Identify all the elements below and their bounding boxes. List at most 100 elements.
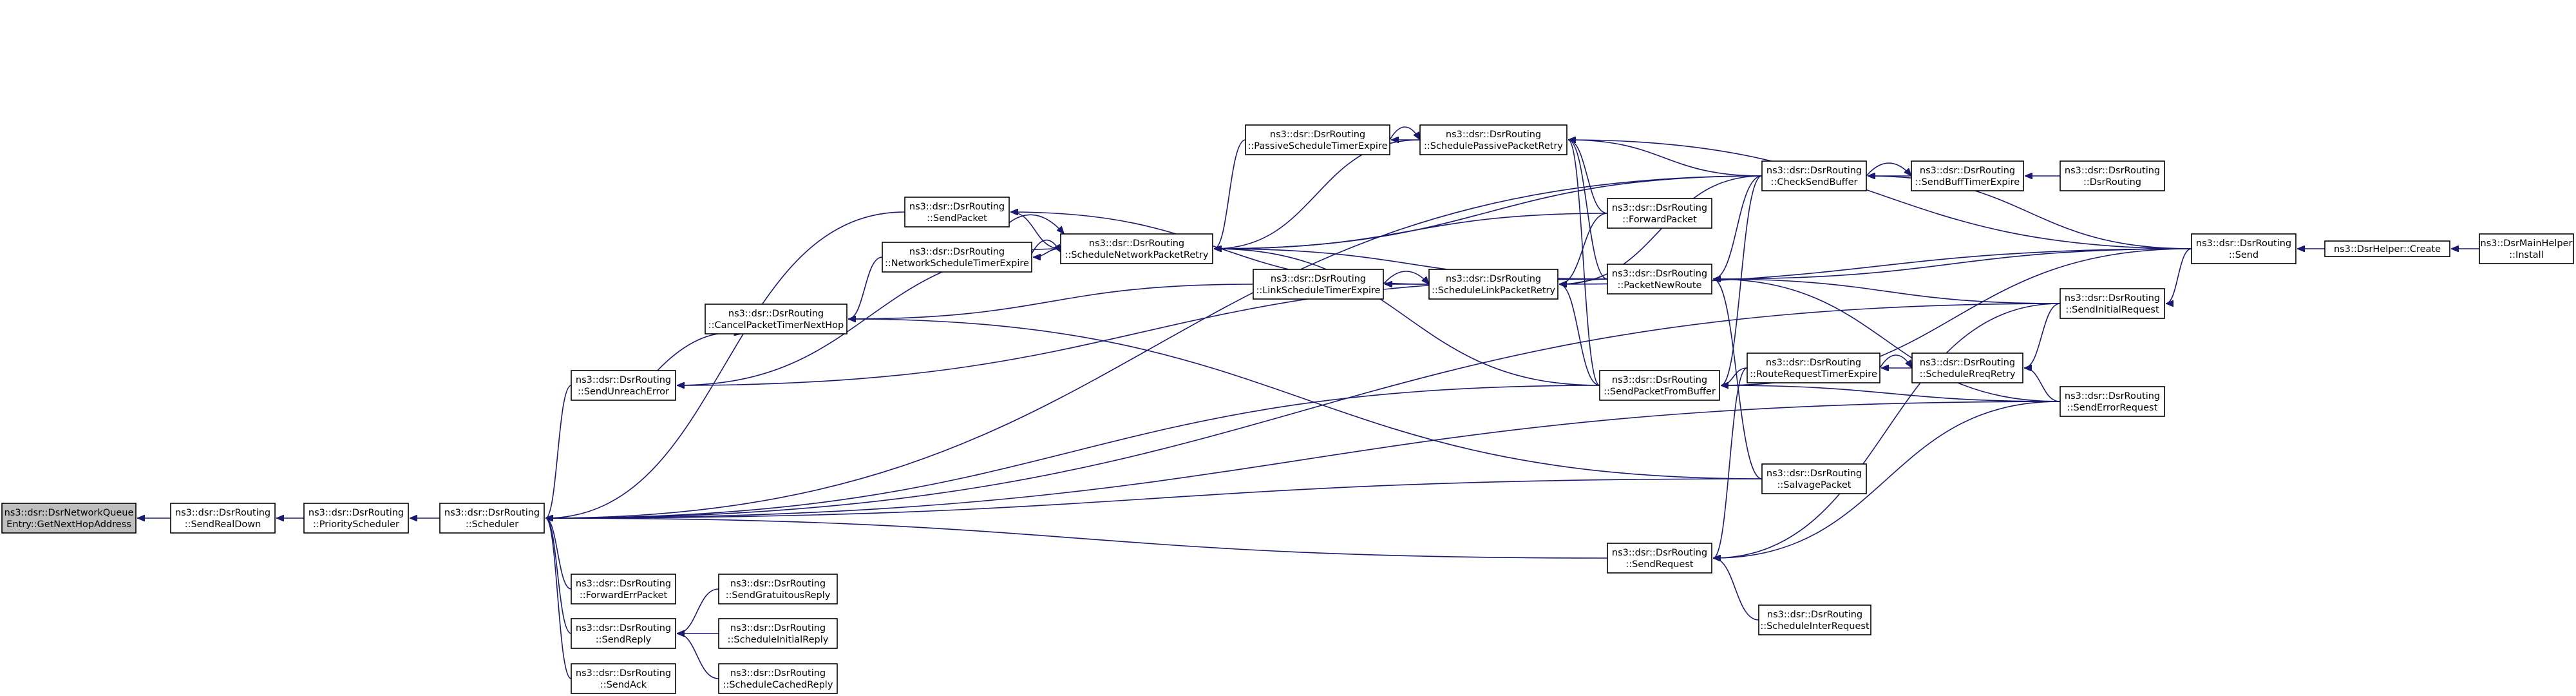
- node-label-line: ns3::dsr::DsrRouting: [175, 508, 270, 518]
- node-box: [904, 197, 1010, 227]
- node-label-line: ::ScheduleRreqRetry: [1920, 369, 2016, 380]
- edge-check-send-buffer-to-send-packet-from-buffer: [1720, 175, 1763, 385]
- node-schedule-rreq-retry[interactable]: ns3::dsr::DsrRouting::ScheduleRreqRetry: [1911, 353, 2023, 383]
- node-label-line: ns3::dsr::DsrRouting: [1446, 274, 1541, 284]
- node-box: [1253, 269, 1384, 300]
- node-send-reply[interactable]: ns3::dsr::DsrRouting::SendReply: [571, 618, 676, 649]
- edge-passive-schedule-timer-expire-to-schedule-network-packet-retry: [1213, 139, 1246, 249]
- node-label-line: ::SendInitialRequest: [2065, 305, 2159, 315]
- node-forward-err-packet[interactable]: ns3::dsr::DsrRouting::ForwardErrPacket: [571, 574, 676, 604]
- node-label-line: ns3::dsr::DsrRouting: [1612, 375, 1707, 385]
- edge-send-packet-from-buffer-to-schedule-network-packet-retry: [1214, 249, 1600, 386]
- node-label-line: ns3::dsr::DsrRouting: [1920, 166, 2015, 176]
- edge-salvage-packet-to-cancel-packet-timer-next-hop: [848, 319, 1763, 479]
- node-label-line: ::SendRequest: [1625, 559, 1694, 570]
- node-check-send-buffer[interactable]: ns3::dsr::DsrRouting::CheckSendBuffer: [1761, 160, 1867, 191]
- node-label-line: ns3::dsr::DsrRouting: [1446, 130, 1541, 140]
- node-label-line: ns3::dsr::DsrRouting: [576, 668, 671, 679]
- node-label-line: ns3::dsr::DsrRouting: [444, 508, 540, 518]
- node-box: [1, 503, 137, 534]
- edge-send-reply-to-scheduler: [545, 518, 572, 634]
- node-dsr-main-helper-install[interactable]: ns3::DsrMainHelper::Install: [2479, 233, 2574, 264]
- edge-route-request-timer-expire-to-send-request: [1712, 367, 1748, 558]
- node-send-ack[interactable]: ns3::dsr::DsrRouting::SendAck: [571, 663, 676, 694]
- node-box: [571, 663, 676, 694]
- node-packet-new-route[interactable]: ns3::dsr::DsrRouting::PacketNewRoute: [1607, 264, 1712, 295]
- node-send[interactable]: ns3::dsr::DsrRouting::Send: [2191, 233, 2297, 264]
- node-label-line: ::CancelPacketTimerNextHop: [708, 320, 844, 331]
- node-passive-schedule-timer-expire[interactable]: ns3::dsr::DsrRouting::PassiveScheduleTim…: [1245, 124, 1390, 155]
- node-box: [1607, 198, 1712, 229]
- node-label-line: ::SendAck: [600, 680, 647, 690]
- node-label-line: ns3::dsr::DsrRouting: [1766, 358, 1861, 368]
- node-schedule-inter-request[interactable]: ns3::dsr::DsrRouting::ScheduleInterReque…: [1758, 604, 1871, 635]
- edge-link-schedule-timer-expire-to-schedule-link-packet-retry: [1383, 271, 1429, 284]
- node-link-schedule-timer-expire[interactable]: ns3::dsr::DsrRouting::LinkScheduleTimerE…: [1253, 269, 1384, 300]
- edge-schedule-passive-packet-retry-to-schedule-network-packet-retry: [1214, 139, 1421, 249]
- edge-link-schedule-timer-expire-to-cancel-packet-timer-next-hop: [848, 284, 1254, 319]
- edge-send-packet-from-buffer-to-schedule-passive-packet-retry: [1567, 140, 1600, 386]
- node-priority-scheduler[interactable]: ns3::dsr::DsrRouting::PriorityScheduler: [303, 503, 409, 534]
- node-label-line: ::PassiveScheduleTimerExpire: [1247, 141, 1387, 151]
- node-scheduler[interactable]: ns3::dsr::DsrRouting::Scheduler: [439, 503, 545, 534]
- node-label-line: ::SendReply: [596, 635, 652, 645]
- node-box: [2060, 288, 2165, 319]
- edge-send-initial-request-to-send-request: [1713, 303, 2061, 558]
- node-box: [1060, 233, 1213, 264]
- edge-check-send-buffer-to-scheduler: [545, 175, 1763, 518]
- edge-send-to-send-initial-request: [2165, 248, 2192, 304]
- edge-check-send-buffer-to-schedule-passive-packet-retry: [1568, 140, 1763, 177]
- node-label-line: ::SendErrorRequest: [2067, 403, 2158, 413]
- edge-route-request-timer-expire-to-schedule-rreq-retry: [1879, 354, 1912, 368]
- node-label-line: ::CheckSendBuffer: [1771, 177, 1858, 188]
- node-box: [1911, 353, 2023, 383]
- node-network-schedule-timer-expire[interactable]: ns3::dsr::DsrRouting::NetworkScheduleTim…: [882, 242, 1032, 273]
- edge-packet-new-route-to-schedule-passive-packet-retry: [1567, 140, 1608, 280]
- node-box: [1911, 160, 2024, 191]
- node-box: [705, 304, 848, 334]
- node-box: [571, 370, 676, 401]
- node-label-line: ns3::dsr::DsrRouting: [1612, 203, 1707, 213]
- node-label-line: ::SendRealDown: [185, 519, 261, 530]
- node-send-gratuitous-reply[interactable]: ns3::dsr::DsrRouting::SendGratuitousRepl…: [718, 574, 838, 604]
- node-schedule-link-packet-retry[interactable]: ns3::dsr::DsrRouting::ScheduleLinkPacket…: [1428, 269, 1558, 300]
- node-cancel-packet-timer-next-hop[interactable]: ns3::dsr::DsrRouting::CancelPacketTimerN…: [705, 304, 848, 334]
- node-box: [2479, 233, 2574, 264]
- node-send-initial-request[interactable]: ns3::dsr::DsrRouting::SendInitialRequest: [2060, 288, 2165, 319]
- node-box: [2191, 233, 2297, 264]
- node-send-error-request[interactable]: ns3::dsr::DsrRouting::SendErrorRequest: [2060, 386, 2165, 417]
- node-label-line: ns3::dsr::DsrRouting: [576, 375, 671, 385]
- node-forward-packet[interactable]: ns3::dsr::DsrRouting::ForwardPacket: [1607, 198, 1712, 229]
- node-salvage-packet[interactable]: ns3::dsr::DsrRouting::SalvagePacket: [1761, 463, 1867, 494]
- edge-salvage-packet-to-scheduler: [545, 478, 1763, 518]
- node-label-line: ns3::dsr::DsrRouting: [2196, 238, 2291, 249]
- node-send-packet[interactable]: ns3::dsr::DsrRouting::SendPacket: [904, 197, 1010, 227]
- node-label-line: ns3::dsr::DsrRouting: [308, 508, 404, 518]
- node-send-packet-from-buffer[interactable]: ns3::dsr::DsrRouting::SendPacketFromBuff…: [1599, 370, 1720, 401]
- node-label-line: ns3::dsr::DsrRouting: [1920, 358, 2015, 368]
- edge-check-send-buffer-to-schedule-link-packet-retry: [1559, 175, 1763, 284]
- node-schedule-passive-packet-retry[interactable]: ns3::dsr::DsrRouting::SchedulePassivePac…: [1419, 124, 1567, 155]
- node-send-real-down[interactable]: ns3::dsr::DsrRouting::SendRealDown: [170, 503, 276, 534]
- node-route-request-timer-expire[interactable]: ns3::dsr::DsrRouting::RouteRequestTimerE…: [1747, 353, 1880, 383]
- node-box: [303, 503, 409, 534]
- node-label-line: ns3::dsr::DsrRouting: [2065, 293, 2160, 304]
- edge-send-error-request-to-schedule-rreq-retry: [2023, 368, 2061, 402]
- node-label-line: ns3::dsr::DsrRouting: [728, 309, 824, 319]
- node-label-line: ns3::dsr::DsrRouting: [1612, 548, 1707, 558]
- node-label-line: ::SendGratuitousReply: [726, 590, 831, 601]
- node-send-buff-timer-expire[interactable]: ns3::dsr::DsrRouting::SendBuffTimerExpir…: [1911, 160, 2024, 191]
- edge-passive-schedule-timer-expire-to-schedule-passive-packet-retry: [1389, 126, 1421, 140]
- node-schedule-initial-reply[interactable]: ns3::dsr::DsrRouting::ScheduleInitialRep…: [718, 618, 838, 649]
- node-schedule-network-packet-retry[interactable]: ns3::dsr::DsrRouting::ScheduleNetworkPac…: [1060, 233, 1213, 264]
- node-dsr-routing-ctor[interactable]: ns3::dsr::DsrRouting::DsrRouting: [2060, 160, 2165, 191]
- node-send-unreach-error[interactable]: ns3::dsr::DsrRouting::SendUnreachError: [571, 370, 676, 401]
- node-schedule-cached-reply[interactable]: ns3::dsr::DsrRouting::ScheduleCachedRepl…: [718, 663, 838, 694]
- node-label-line: ::SendPacketFromBuffer: [1604, 387, 1716, 397]
- node-box: [1761, 160, 1867, 191]
- node-label-line: ns3::dsr::DsrRouting: [1767, 610, 1862, 620]
- node-send-request[interactable]: ns3::dsr::DsrRouting::SendRequest: [1607, 543, 1712, 574]
- node-label-line: ns3::DsrMainHelper: [2481, 238, 2573, 249]
- node-dsr-helper-create[interactable]: ns3::DsrHelper::Create: [2324, 240, 2450, 257]
